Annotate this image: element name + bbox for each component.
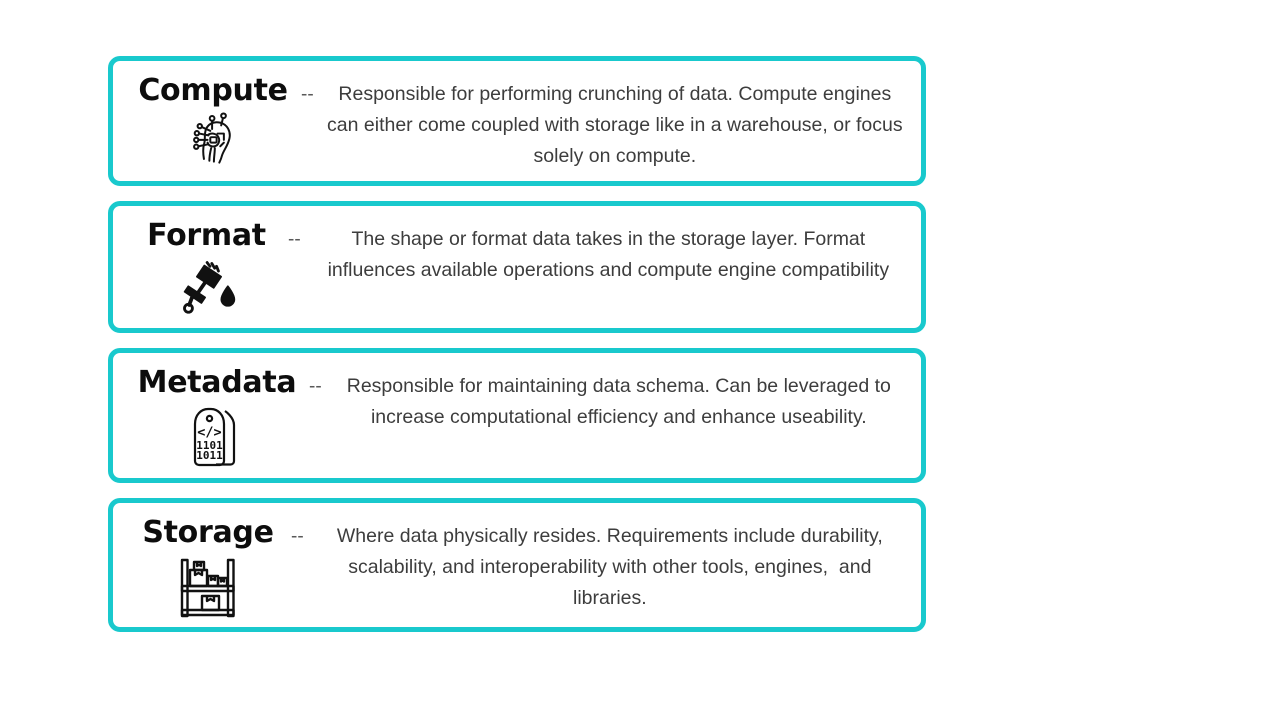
card-compute-left: Compute <box>125 68 301 168</box>
metadata-icon-binary-bottom: 1011 <box>196 449 223 462</box>
card-storage-right: -- Where data physically resides. Requir… <box>291 510 911 614</box>
card-format-separator: -- <box>288 229 301 250</box>
card-format-description: The shape or format data takes in the st… <box>327 228 890 281</box>
card-compute-right: -- Responsible for performing crunching … <box>301 68 911 172</box>
card-storage-description: Where data physically resides. Requireme… <box>336 525 889 609</box>
card-compute-title: Compute <box>138 73 288 108</box>
component-card-list: Compute <box>108 56 926 632</box>
card-compute[interactable]: Compute <box>108 56 926 186</box>
warehouse-shelf-boxes-icon <box>175 556 241 618</box>
card-metadata[interactable]: Metadata </> 1101 1011 -- Responsible fo… <box>108 348 926 483</box>
card-storage[interactable]: Storage <box>108 498 926 632</box>
card-format-left: Format <box>125 213 288 319</box>
paint-roller-icon <box>176 257 242 319</box>
card-format-title: Format <box>147 218 266 253</box>
cpu-chip-brain-icon <box>184 110 242 168</box>
metadata-icon-binary-top: 1101 <box>196 439 223 452</box>
card-storage-left: Storage <box>125 510 291 618</box>
card-format[interactable]: Format -- The <box>108 201 926 333</box>
card-metadata-left: Metadata </> 1101 1011 <box>125 360 309 469</box>
card-metadata-separator: -- <box>309 376 322 397</box>
metadata-icon-code-text: </> <box>197 425 221 441</box>
card-compute-description: Responsible for performing crunching of … <box>327 83 909 167</box>
card-storage-title: Storage <box>142 515 274 550</box>
card-storage-separator: -- <box>291 526 304 547</box>
card-format-right: -- The shape or format data takes in the… <box>288 213 911 286</box>
card-metadata-description: Responsible for maintaining data schema.… <box>346 375 897 428</box>
card-metadata-right: -- Responsible for maintaining data sche… <box>309 360 911 433</box>
code-tag-binary-icon: </> 1101 1011 <box>190 403 244 469</box>
card-compute-separator: -- <box>301 84 314 105</box>
card-metadata-title: Metadata <box>137 365 297 400</box>
